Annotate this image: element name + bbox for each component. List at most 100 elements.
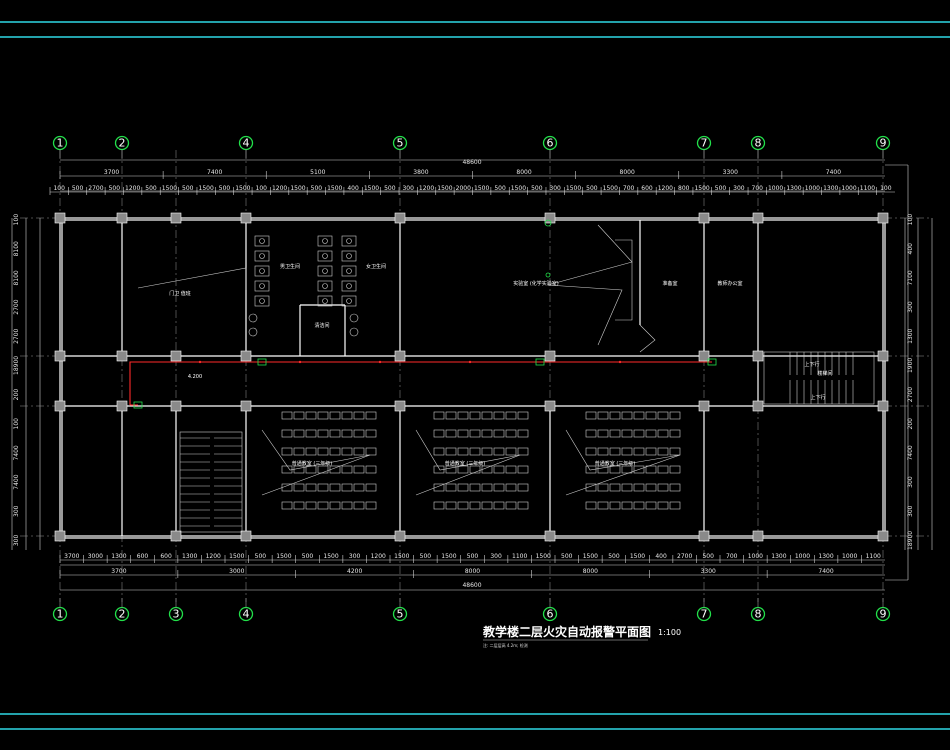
- dimension-value: 2700: [13, 299, 20, 314]
- desk: [505, 501, 517, 510]
- dimension-value: 1200: [272, 185, 287, 192]
- room-label-office2: 教师办公室: [717, 280, 742, 287]
- dimension-value: 500: [384, 185, 396, 192]
- room-label-class1: 普通教室 (三年级): [292, 460, 333, 467]
- toilet-stall: [317, 295, 333, 307]
- desk: [445, 447, 457, 456]
- dimension-value: 1000: [748, 553, 763, 560]
- dimension-value: 7400: [13, 474, 20, 489]
- dimension-value: 2700: [13, 328, 20, 343]
- axis-label: 9: [880, 137, 887, 150]
- toilet-stall: [341, 265, 357, 277]
- toilet-bowl: [346, 283, 352, 289]
- dimension-value: 1000: [795, 553, 810, 560]
- toilet-bowl: [322, 238, 328, 244]
- desk: [317, 411, 329, 420]
- dimension-value: 1300: [823, 185, 838, 192]
- column: [394, 400, 406, 412]
- dimension-value: 2700: [907, 387, 914, 402]
- room-label-toilet-f: 女卫生间: [366, 263, 386, 270]
- bottom-total-dimension: 48600: [462, 582, 481, 589]
- column: [877, 350, 889, 362]
- toilet-stall: [254, 295, 270, 307]
- toilet-stall: [254, 250, 270, 262]
- desk: [481, 411, 493, 420]
- axis-label: 6: [547, 137, 554, 150]
- column: [877, 530, 889, 542]
- column: [54, 350, 66, 362]
- desk: [633, 501, 645, 510]
- dimension-value: 2000: [456, 185, 471, 192]
- desk: [317, 483, 329, 492]
- structural-columns: [54, 212, 889, 542]
- desk: [457, 429, 469, 438]
- desk: [365, 447, 377, 456]
- desk: [445, 429, 457, 438]
- column: [698, 400, 710, 412]
- dimension-value: 100: [13, 214, 20, 226]
- column: [877, 212, 889, 224]
- column: [54, 530, 66, 542]
- dimension-value: 2700: [677, 553, 692, 560]
- axis-label: 6: [547, 608, 554, 621]
- desk: [669, 465, 681, 474]
- dimension-value: 400: [655, 553, 667, 560]
- axis-bubble: 5: [392, 135, 408, 151]
- stair-note-1: 上下行: [804, 361, 819, 368]
- column: [698, 530, 710, 542]
- axis-bubble: 4: [238, 135, 254, 151]
- dimension-value: 3700: [111, 568, 126, 575]
- desk: [305, 429, 317, 438]
- desk: [433, 411, 445, 420]
- desk: [609, 447, 621, 456]
- dimension-value: 500: [109, 185, 121, 192]
- column: [698, 212, 710, 224]
- toilet-stall: [254, 265, 270, 277]
- dimension-value: 300: [907, 505, 914, 517]
- toilet-stall: [341, 295, 357, 307]
- axis-label: 7: [701, 608, 708, 621]
- desk: [621, 447, 633, 456]
- dimension-value: 7400: [907, 445, 914, 460]
- desk: [457, 483, 469, 492]
- desk: [433, 483, 445, 492]
- dimension-value: 300: [549, 185, 561, 192]
- desk: [517, 447, 529, 456]
- dimension-value: 1500: [694, 185, 709, 192]
- desk: [365, 465, 377, 474]
- desk: [633, 429, 645, 438]
- toilet-bowl: [346, 268, 352, 274]
- desk: [597, 501, 609, 510]
- desk: [505, 447, 517, 456]
- dimension-value: 1100: [512, 553, 527, 560]
- toilet-bowl: [346, 238, 352, 244]
- desk: [505, 483, 517, 492]
- desk: [433, 429, 445, 438]
- desk: [293, 429, 305, 438]
- toilet-bowl: [346, 298, 352, 304]
- toilet-stall: [317, 235, 333, 247]
- dimension-value: 100: [53, 185, 65, 192]
- toilet-stall: [341, 280, 357, 292]
- desk: [597, 429, 609, 438]
- dimension-value: 1500: [566, 185, 581, 192]
- desk: [365, 501, 377, 510]
- desk: [645, 483, 657, 492]
- dimension-value: 300: [733, 185, 745, 192]
- room-label-lab: 实验室 (化学实验室): [513, 280, 559, 287]
- dimension-value: 700: [623, 185, 635, 192]
- desk: [305, 483, 317, 492]
- right-dimension-column: 1004007100300130019002700200740030030018…: [907, 214, 914, 550]
- desk: [341, 501, 353, 510]
- desk: [329, 501, 341, 510]
- dimension-value: 1500: [603, 185, 618, 192]
- desk: [293, 501, 305, 510]
- dimension-value: 8000: [620, 169, 635, 176]
- dimension-value: 500: [182, 185, 194, 192]
- desk: [457, 501, 469, 510]
- desk: [585, 483, 597, 492]
- dimension-value: 3700: [64, 553, 79, 560]
- axis-bubble: 7: [696, 135, 712, 151]
- dimension-value: 3800: [413, 169, 428, 176]
